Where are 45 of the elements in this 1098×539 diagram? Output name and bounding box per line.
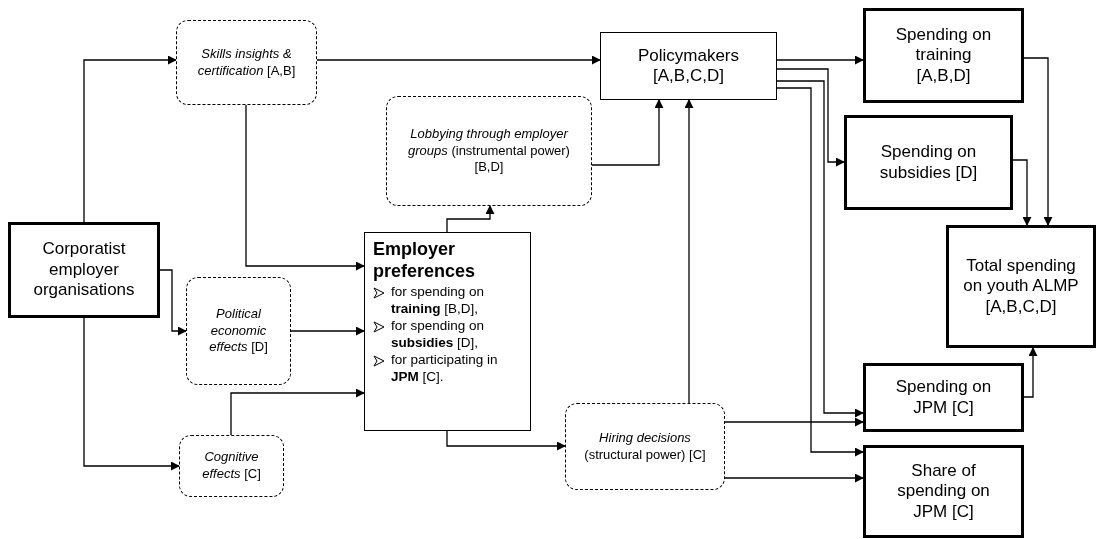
arrow [1023, 347, 1038, 398]
node-label: Spending on subsidies [D] [878, 142, 979, 183]
outcome-box [863, 445, 1024, 538]
node-label: Corporatist employer organisations [32, 239, 136, 301]
arrow [591, 99, 664, 166]
mechanism-box [386, 96, 592, 206]
arrow [776, 68, 845, 167]
arrow [83, 317, 180, 471]
node-label: Hiring decisions (structural power) [C] [583, 429, 707, 464]
arrow [1023, 57, 1053, 226]
mechanism-box [176, 20, 317, 105]
process-box [600, 32, 777, 100]
process-box [364, 232, 531, 431]
arrow [83, 55, 177, 223]
mechanism-box [179, 435, 284, 497]
outcome-box [863, 8, 1024, 103]
arrow [230, 388, 365, 436]
arrow [446, 430, 566, 451]
arrow [245, 104, 365, 271]
arrow [724, 473, 864, 483]
node-label: Cognitive effects [C] [201, 449, 262, 483]
node-label: Spending on JPM [C] [894, 377, 993, 418]
node-label: Spending on training [A,B,D] [894, 24, 993, 87]
mechanism-box [186, 277, 291, 385]
bullet-text: for participating in JPM [C]. [391, 351, 499, 386]
outcome-box [844, 115, 1013, 210]
arrow [724, 417, 864, 427]
arrow [684, 99, 694, 404]
node-label: Political economic effects [D] [208, 305, 269, 357]
node-label: Total spending on youth ALMP [A,B,C,D] [962, 255, 1080, 318]
node-label: Share of spending on JPM [C] [896, 460, 991, 523]
node-label: Policymakers [A,B,C,D] [636, 45, 741, 87]
arrow [776, 55, 864, 65]
arrow [159, 269, 187, 336]
arrow [446, 205, 495, 233]
mechanism-box [565, 403, 725, 490]
node-label: Lobbying through employer groups (instrumental power) [B,D] [407, 125, 571, 177]
outcome-box [946, 225, 1096, 348]
node-label: Skills insights & certification [A,B] [196, 45, 297, 80]
arrow [290, 326, 365, 336]
outcome-box [863, 363, 1024, 432]
outcome-box [8, 222, 160, 318]
box-heading: Employer preferences [373, 239, 477, 283]
arrow [1012, 159, 1032, 226]
arrow [316, 55, 601, 65]
